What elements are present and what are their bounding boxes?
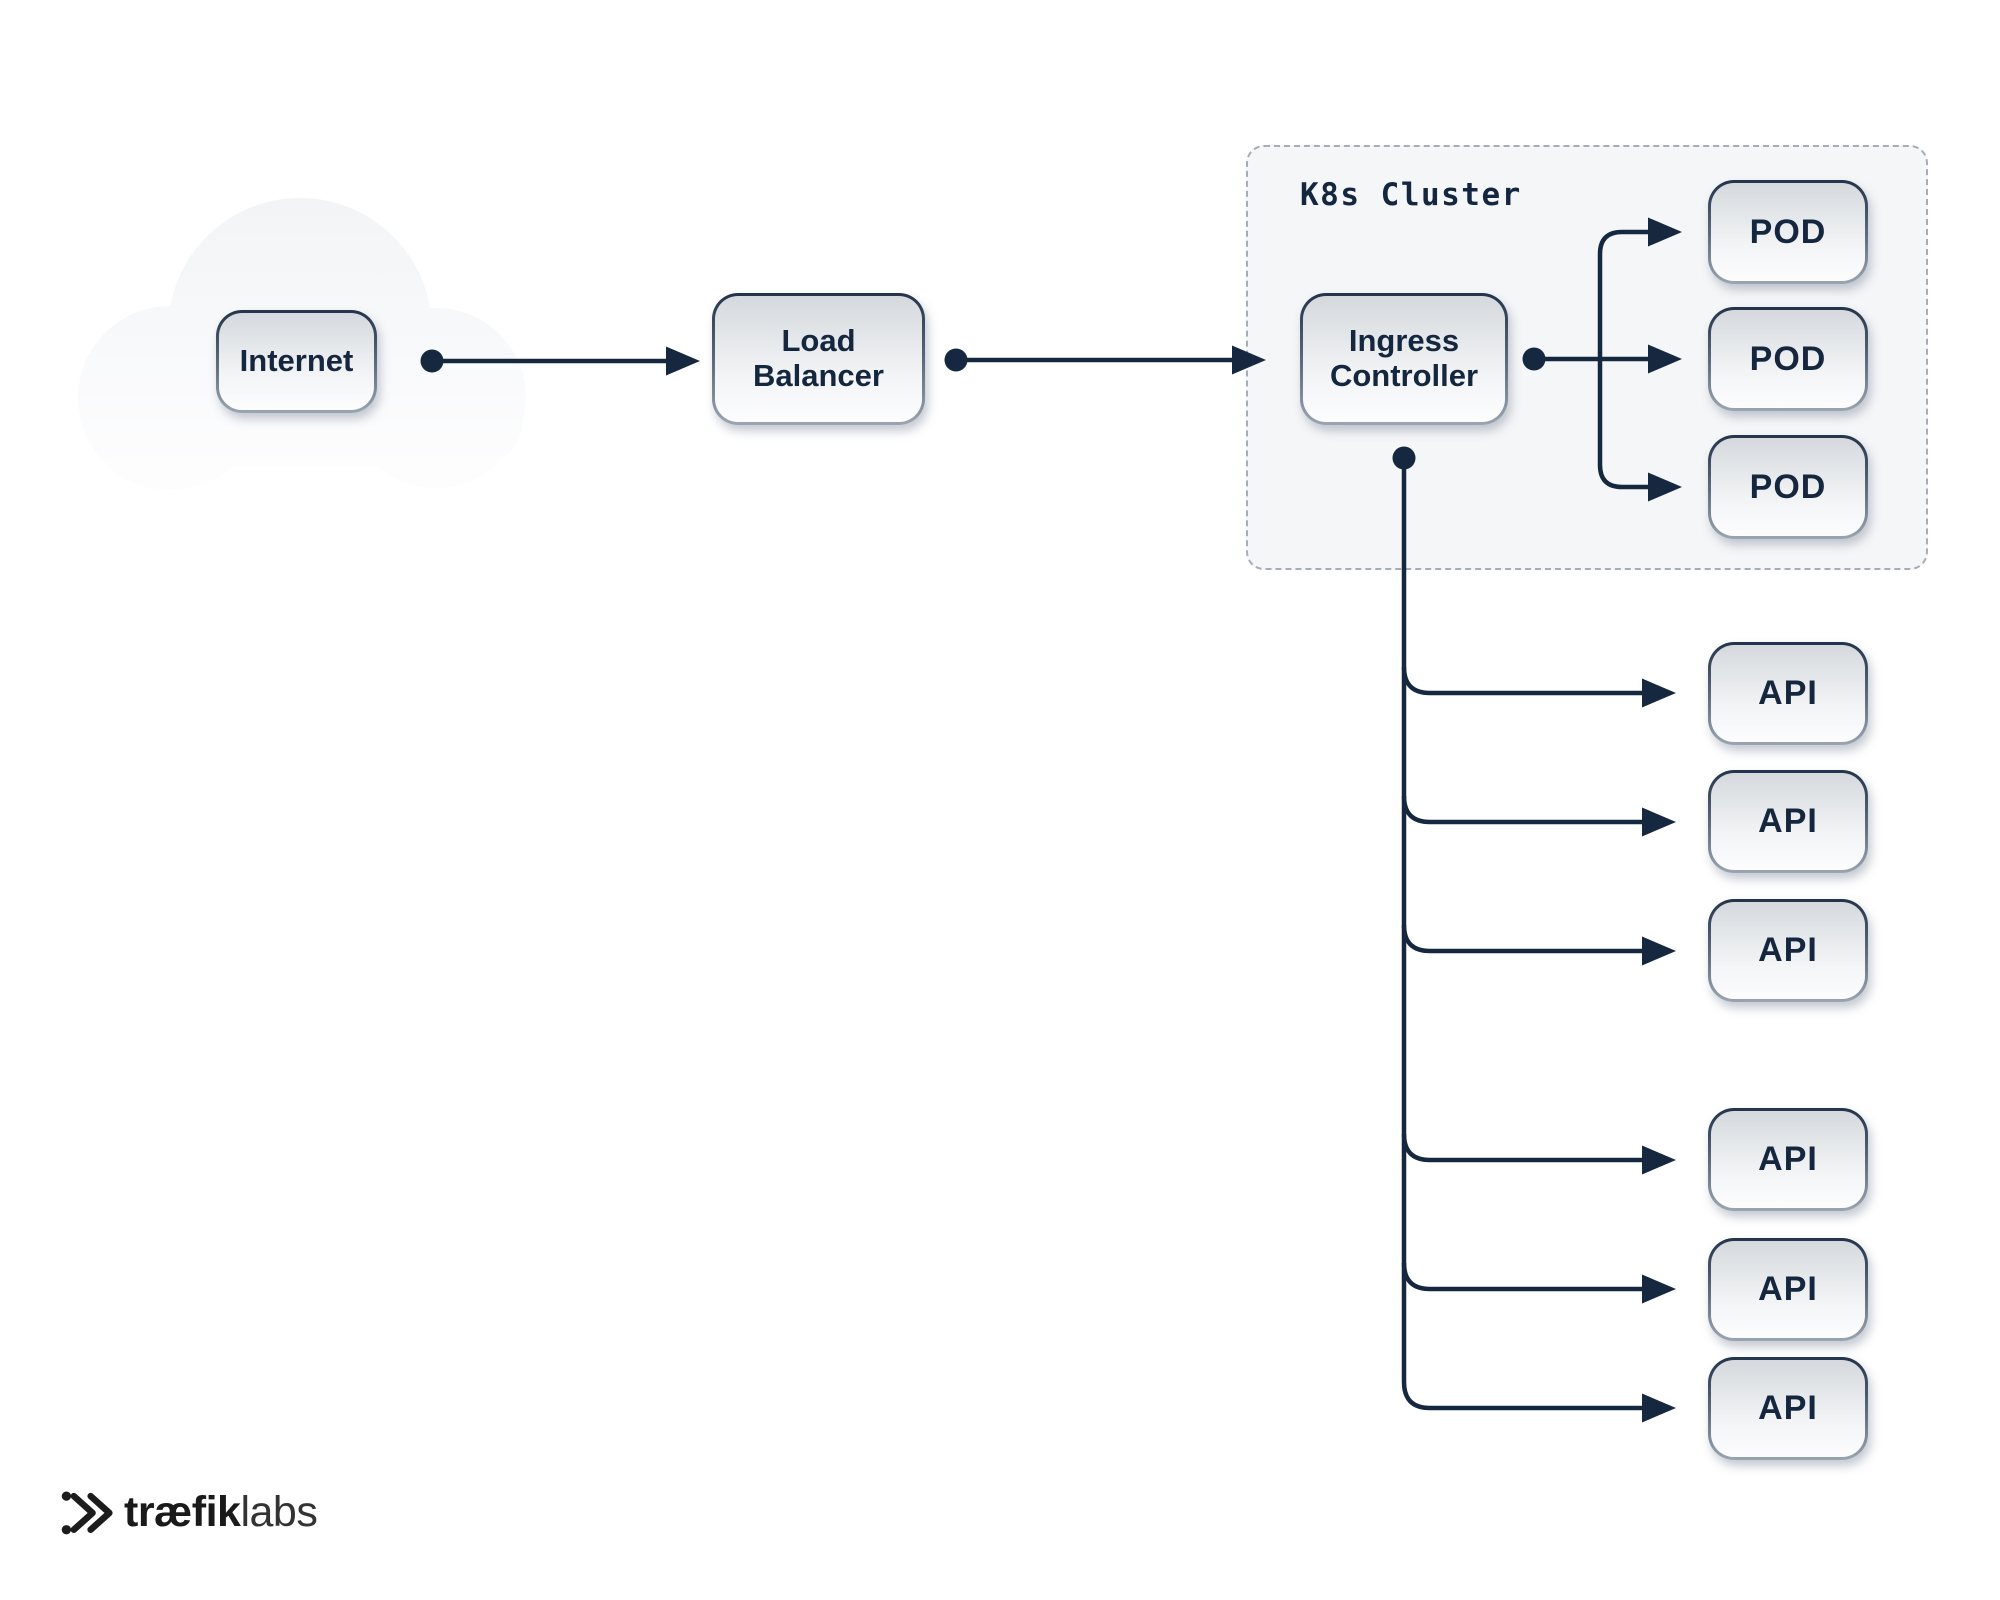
api-node-3: API [1708, 899, 1868, 1002]
arrowhead-to-api-6 [1642, 1393, 1676, 1423]
load-balancer-label: Load Balancer [753, 323, 884, 393]
edge-branch-api-4 [1401, 1133, 1642, 1163]
api-label: API [1758, 674, 1818, 713]
pod-label: POD [1749, 212, 1827, 251]
load-balancer-node: Load Balancer [712, 293, 925, 425]
api-node-1: API [1708, 642, 1868, 745]
ingress-controller-label: Ingress Controller [1329, 323, 1479, 393]
api-node-6: API [1708, 1357, 1868, 1460]
brand-light-text: labs [240, 1487, 318, 1536]
api-node-4: API [1708, 1108, 1868, 1211]
pod-label: POD [1749, 467, 1827, 506]
api-label: API [1758, 1389, 1818, 1428]
edge-branch-api-5 [1401, 1262, 1642, 1292]
dot-internet [420, 349, 444, 373]
api-node-2: API [1708, 770, 1868, 873]
edge-branch-api-2 [1401, 795, 1642, 825]
edge-branch-api-3 [1401, 924, 1642, 954]
pod-node-2: POD [1708, 307, 1868, 411]
dot-ingress-right [1522, 347, 1546, 371]
api-label: API [1758, 802, 1818, 841]
traefiklabs-wordmark: træfiklabs [124, 1487, 318, 1537]
internet-label: Internet [239, 343, 354, 379]
internet-node: Internet [216, 310, 377, 413]
pod-node-3: POD [1708, 435, 1868, 539]
arrowhead-to-pod-3 [1648, 472, 1682, 502]
arrowhead-to-api-1 [1642, 678, 1676, 708]
edge-ingress-to-api-trunk [1401, 458, 1642, 1411]
edge-branch-api-1 [1401, 666, 1642, 696]
traefiklabs-logo-mark [61, 1491, 113, 1535]
dot-ingress-bottom [1392, 446, 1416, 470]
arrowhead-to-ingress [1232, 345, 1266, 375]
arrowhead-to-api-3 [1642, 936, 1676, 966]
k8s-cluster-label: K8s Cluster [1300, 177, 1522, 213]
arrowhead-to-api-5 [1642, 1274, 1676, 1304]
arrowhead-to-api-2 [1642, 807, 1676, 837]
traefiklabs-logo: træfiklabs [58, 1484, 318, 1540]
api-label: API [1758, 1140, 1818, 1179]
api-label: API [1758, 931, 1818, 970]
arrowhead-to-lb [666, 346, 700, 376]
brand-bold-text: træfik [124, 1487, 241, 1536]
pod-node-1: POD [1708, 180, 1868, 284]
dot-load-balancer [944, 348, 968, 372]
arrowhead-to-api-4 [1642, 1145, 1676, 1175]
edge-pod-fork [1597, 229, 1648, 490]
ingress-controller-node: Ingress Controller [1300, 293, 1508, 425]
api-node-5: API [1708, 1238, 1868, 1341]
api-label: API [1758, 1270, 1818, 1309]
arrowhead-to-pod-1 [1648, 217, 1682, 247]
pod-label: POD [1749, 339, 1827, 378]
arrowhead-to-pod-2 [1648, 344, 1682, 374]
